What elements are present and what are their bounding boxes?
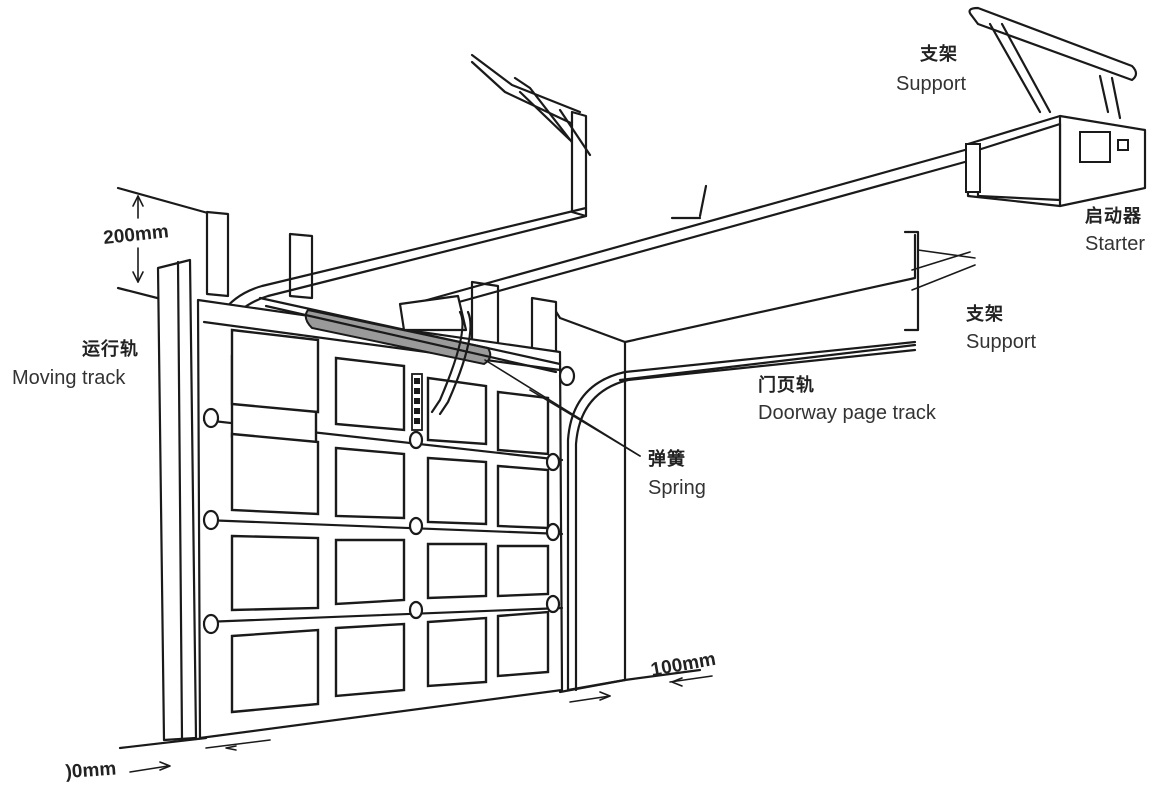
spring-zh: 弹簧 [648, 449, 686, 469]
chain [411, 373, 423, 431]
door-panels [230, 328, 550, 714]
left-support-bracket [470, 53, 592, 218]
spring-en: Spring [648, 477, 706, 499]
opener-rail [398, 146, 974, 416]
starter-en: Starter [1085, 233, 1146, 255]
moving-track-zh: 运行轨 [82, 339, 139, 359]
doorway-page-track-zh: 门页轨 [758, 375, 815, 395]
right-support-bracket [903, 230, 976, 332]
left-jamb [156, 258, 198, 742]
support-top-zh: 支架 [920, 44, 958, 64]
dimension-200mm [132, 195, 144, 283]
support-right-zh: 支架 [966, 304, 1004, 324]
floor-and-dimensions [118, 668, 713, 773]
starter-zh: 启动器 [1085, 206, 1142, 226]
spring-leader-2 [529, 389, 641, 457]
doorway-page-track-en: Doorway page track [758, 402, 936, 424]
moving-track-en: Moving track [12, 367, 126, 389]
starter-unit [965, 6, 1147, 208]
rollers [202, 365, 576, 635]
doorway-page-track [566, 340, 917, 692]
dimension-left-label: )0mm [65, 759, 117, 783]
support-right-en: Support [966, 331, 1037, 353]
dimension-top-label: 200mm [102, 221, 169, 249]
support-top-en: Support [896, 73, 967, 95]
